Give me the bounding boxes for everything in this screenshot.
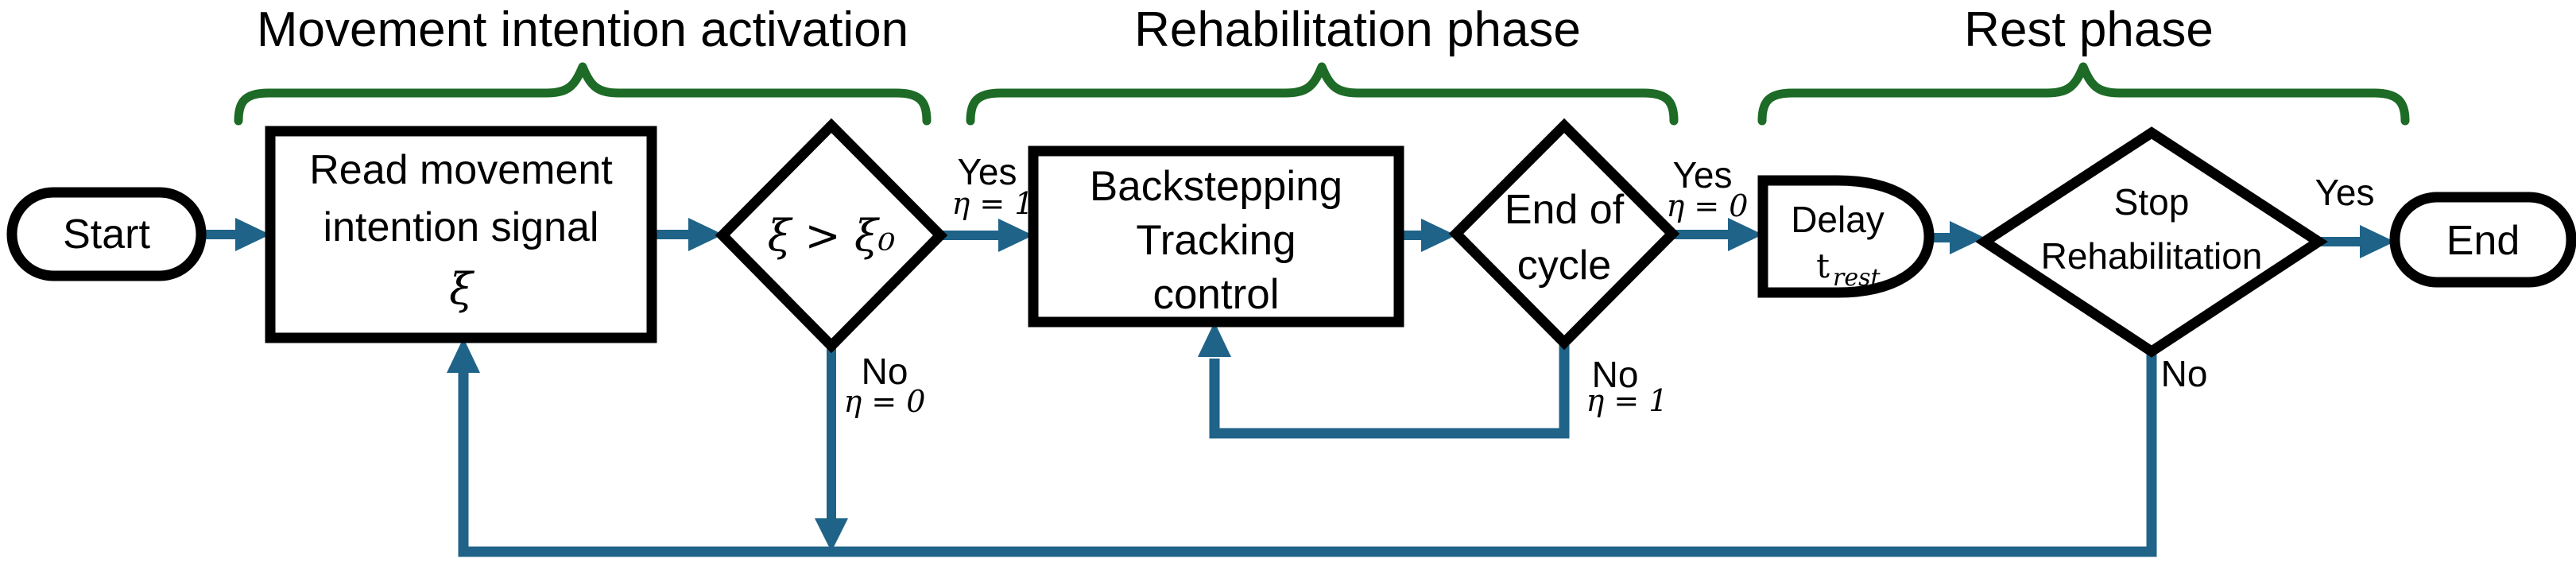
label-cycle-no: No (1592, 354, 1639, 395)
backstepping-line-1: Backstepping (1090, 163, 1342, 210)
phase-brace-rest (1757, 62, 2410, 126)
stop-rehabilitation-node (1975, 126, 2328, 358)
delay-node-label: Delay (1791, 199, 1885, 240)
label-intention-no-eta: η = 0 (844, 384, 926, 419)
arrowhead-decision-yes (998, 219, 1033, 252)
phase-title-rest: Rest phase (1964, 2, 2214, 57)
end-of-cycle-node (1448, 118, 1680, 351)
arrowhead-delay-to-stop (1950, 221, 1985, 254)
delay-symbol-subscript: rest (1833, 264, 1881, 292)
arrowhead-start-to-read (235, 218, 270, 251)
label-intention-yes-eta: η = 1 (952, 186, 1034, 221)
backstepping-line-3: control (1152, 271, 1279, 318)
phase-title-movement-intention: Movement intention activation (257, 2, 908, 57)
edge-stop-no-return-rail (458, 351, 2157, 557)
edge-cycle-no-feedback (1209, 343, 1570, 439)
end-node (2389, 192, 2576, 288)
end-node-label: End (2446, 218, 2520, 264)
label-intention-yes: Yes (957, 151, 1017, 192)
delay-symbol-base: t (1816, 246, 1830, 285)
start-node-label: Start (63, 211, 150, 258)
stop-rehab-line-1: Stop (2114, 181, 2190, 223)
read-signal-node (265, 126, 657, 343)
arrowhead-return-to-read (447, 338, 480, 373)
intention-decision-node (715, 118, 948, 354)
label-stop-no: No (2161, 353, 2208, 394)
read-signal-line-1: Read movement (309, 147, 613, 193)
end-of-cycle-line-2: cycle (1517, 242, 1611, 289)
start-node (6, 187, 207, 281)
label-cycle-yes-eta: η = 0 (1667, 188, 1749, 223)
delay-node (1757, 175, 1935, 298)
read-signal-symbol: ξ (449, 264, 475, 314)
stop-rehab-line-2: Rehabilitation (2041, 235, 2263, 277)
label-intention-no: No (862, 351, 908, 392)
label-cycle-no-eta: η = 1 (1586, 383, 1668, 418)
arrowhead-cycle-no-feedback (1198, 322, 1231, 357)
read-signal-line-2: intention signal (323, 204, 599, 250)
arrowhead-stop-yes (2360, 225, 2395, 258)
phase-brace-movement-intention (234, 62, 932, 126)
backstepping-node (1028, 145, 1404, 328)
intention-decision-condition: ξ > ξ₀ (768, 211, 896, 261)
end-of-cycle-line-1: End of (1505, 187, 1625, 233)
arrowhead-read-to-decision (688, 218, 723, 251)
phase-title-rehabilitation: Rehabilitation phase (1134, 2, 1581, 57)
label-cycle-yes: Yes (1672, 154, 1732, 196)
backstepping-line-2: Tracking (1136, 217, 1296, 264)
arrowhead-decision-no (815, 518, 848, 552)
arrowhead-backstepping-to-cycle (1421, 219, 1456, 252)
phase-brace-rehabilitation (966, 62, 1679, 126)
arrowhead-cycle-yes (1728, 218, 1763, 251)
label-stop-yes: Yes (2315, 172, 2374, 213)
